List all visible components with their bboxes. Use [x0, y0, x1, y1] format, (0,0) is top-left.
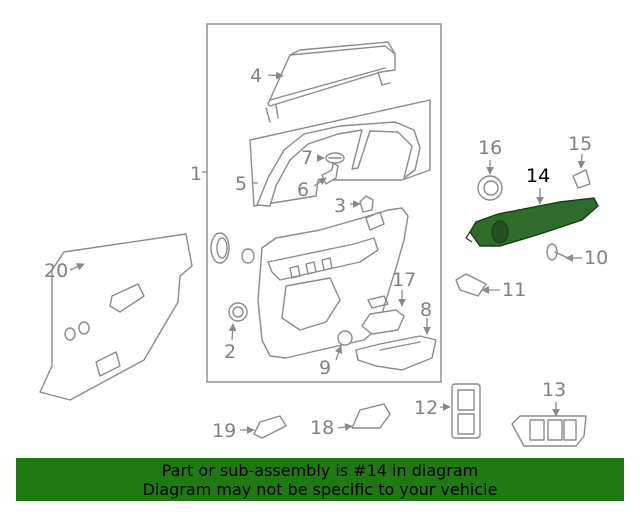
- callout-9: 9: [319, 357, 331, 379]
- part-14-trim-highlighted: [465, 197, 599, 247]
- part-18-handle-insert: [351, 403, 391, 429]
- callout-13: 13: [542, 379, 566, 401]
- part-19-reflector: [253, 415, 287, 439]
- part-17-bezel: [361, 295, 405, 335]
- speaker-grille: [210, 232, 255, 264]
- callout-8: 8: [420, 299, 432, 321]
- part-5-upper-trim: [249, 99, 431, 207]
- leader-lines: [69, 71, 586, 434]
- part-16-cap: [477, 175, 503, 201]
- part-11-block: [455, 273, 487, 297]
- footer-line-2: Diagram may not be specific to your vehi…: [142, 480, 498, 499]
- door-lower-trim: [257, 207, 409, 359]
- callout-4: 4: [250, 65, 262, 87]
- callout-1: 1: [190, 163, 202, 185]
- callout-20: 20: [44, 260, 68, 282]
- callout-17: 17: [392, 269, 416, 291]
- callout-labels: 1 2 3 4 5 6 7 8 9 10 11 12 13 14 15 16 1…: [44, 65, 608, 442]
- part-4-window-shade: [265, 41, 396, 123]
- footer-banner: Part or sub-assembly is #14 in diagram D…: [16, 458, 624, 501]
- part-15-clip: [572, 169, 591, 189]
- callout-6: 6: [297, 179, 309, 201]
- callout-12: 12: [414, 397, 438, 419]
- door-assembly-frame: [206, 23, 442, 383]
- part-7-clip: [325, 152, 345, 164]
- part-13-switch-panel: [511, 415, 587, 447]
- callout-10: 10: [584, 247, 608, 269]
- callout-5: 5: [235, 173, 247, 195]
- callout-15: 15: [568, 133, 592, 155]
- part-8-armrest: [355, 335, 437, 371]
- callout-16: 16: [478, 137, 502, 159]
- callout-11: 11: [502, 279, 526, 301]
- callout-14: 14: [526, 165, 550, 187]
- callout-19: 19: [212, 420, 236, 442]
- part-12-switch: [451, 383, 481, 439]
- callout-7: 7: [301, 147, 313, 169]
- part-9-knob: [337, 330, 353, 346]
- part-10-screw: [546, 243, 569, 261]
- callout-3: 3: [334, 195, 346, 217]
- callout-18: 18: [310, 417, 334, 439]
- part-2-grommet: [228, 302, 248, 322]
- part-20-door-insulation: [39, 233, 193, 401]
- part-3-clip: [359, 195, 374, 213]
- callout-2: 2: [224, 341, 236, 363]
- footer-line-1: Part or sub-assembly is #14 in diagram: [161, 461, 479, 480]
